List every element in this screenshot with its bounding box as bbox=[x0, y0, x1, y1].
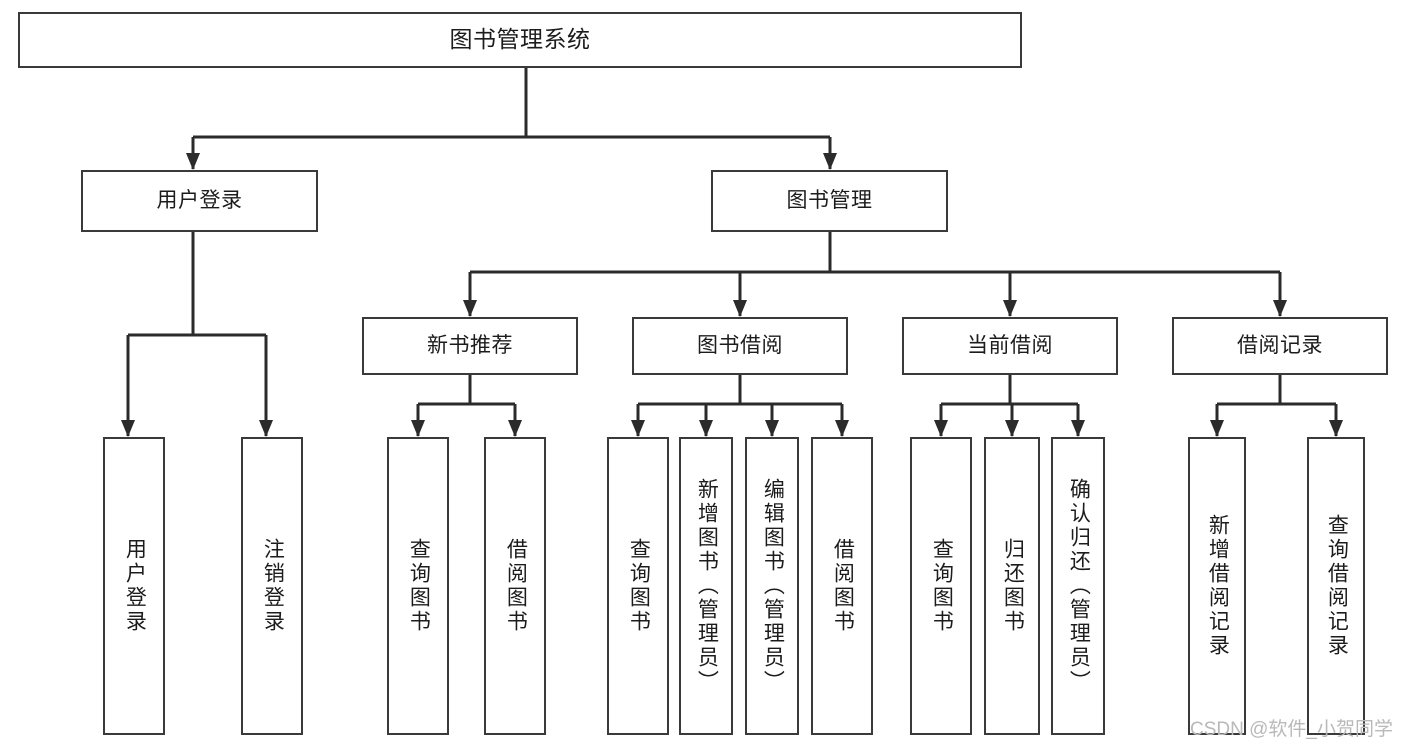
node-book-manage-label: 图书管理 bbox=[786, 188, 873, 212]
leaf-return-book[interactable]: 归还图书 bbox=[984, 437, 1040, 735]
node-borrow-record[interactable]: 借阅记录 bbox=[1172, 317, 1388, 375]
node-new-book-recommend[interactable]: 新书推荐 bbox=[362, 317, 578, 375]
leaf-edit-book-admin[interactable]: 编辑图书（管理员） bbox=[745, 437, 799, 735]
node-root[interactable]: 图书管理系统 bbox=[18, 12, 1022, 68]
leaf-query-book-borrow-label: 查询图书 bbox=[627, 538, 651, 634]
leaf-query-book-recommend[interactable]: 查询图书 bbox=[387, 437, 449, 735]
leaf-return-book-label: 归还图书 bbox=[1001, 538, 1025, 634]
node-new-book-recommend-label: 新书推荐 bbox=[427, 333, 513, 357]
node-book-manage[interactable]: 图书管理 bbox=[711, 170, 948, 232]
leaf-user-login[interactable]: 用户登录 bbox=[103, 437, 165, 735]
leaf-add-borrow-record[interactable]: 新增借阅记录 bbox=[1188, 437, 1246, 735]
leaf-user-login-label: 用户登录 bbox=[123, 538, 147, 634]
leaf-query-book-borrow[interactable]: 查询图书 bbox=[607, 437, 669, 735]
leaf-borrow-book-recommend-label: 借阅图书 bbox=[504, 538, 528, 634]
leaf-borrow-book-label: 借阅图书 bbox=[831, 538, 855, 634]
node-borrow-record-label: 借阅记录 bbox=[1237, 333, 1323, 357]
node-current-borrow[interactable]: 当前借阅 bbox=[902, 317, 1118, 375]
leaf-logout[interactable]: 注销登录 bbox=[241, 437, 303, 735]
leaf-query-borrow-record[interactable]: 查询借阅记录 bbox=[1307, 437, 1365, 735]
leaf-borrow-book[interactable]: 借阅图书 bbox=[811, 437, 873, 735]
leaf-query-borrow-record-label: 查询借阅记录 bbox=[1325, 514, 1349, 658]
leaf-query-book-recommend-label: 查询图书 bbox=[407, 538, 431, 634]
leaf-add-borrow-record-label: 新增借阅记录 bbox=[1206, 514, 1230, 658]
node-root-label: 图书管理系统 bbox=[449, 26, 591, 53]
node-user-login-label: 用户登录 bbox=[156, 188, 243, 212]
leaf-query-book-current[interactable]: 查询图书 bbox=[910, 437, 972, 735]
leaf-query-book-current-label: 查询图书 bbox=[930, 538, 954, 634]
leaf-add-book-admin-label: 新增图书（管理员） bbox=[695, 478, 719, 694]
leaf-logout-label: 注销登录 bbox=[261, 538, 285, 634]
csdn-watermark: CSDN @软件_小贺同学 bbox=[1190, 719, 1393, 740]
leaf-add-book-admin[interactable]: 新增图书（管理员） bbox=[679, 437, 733, 735]
node-book-borrow[interactable]: 图书借阅 bbox=[632, 317, 848, 375]
leaf-confirm-return-admin-label: 确认归还（管理员） bbox=[1067, 478, 1091, 694]
leaf-edit-book-admin-label: 编辑图书（管理员） bbox=[761, 478, 785, 694]
leaf-confirm-return-admin[interactable]: 确认归还（管理员） bbox=[1051, 437, 1105, 735]
leaf-borrow-book-recommend[interactable]: 借阅图书 bbox=[484, 437, 546, 735]
node-book-borrow-label: 图书借阅 bbox=[697, 333, 783, 357]
node-user-login[interactable]: 用户登录 bbox=[81, 170, 318, 232]
node-current-borrow-label: 当前借阅 bbox=[967, 333, 1053, 357]
